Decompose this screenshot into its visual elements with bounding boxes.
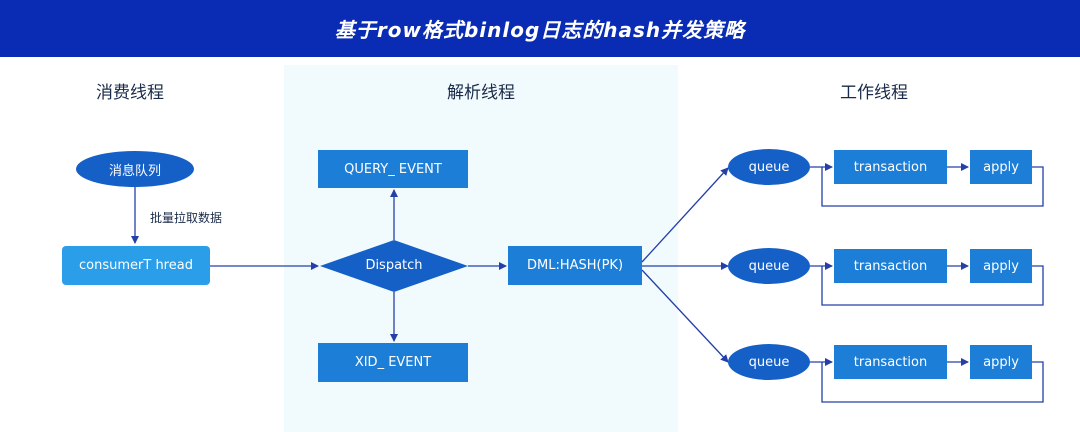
worker-transaction-3: transaction bbox=[834, 345, 947, 379]
worker-apply-1: apply bbox=[970, 150, 1032, 184]
consumer-thread-node: consumerT hread bbox=[62, 246, 210, 285]
worker-transaction-1: transaction bbox=[834, 150, 947, 184]
worker-queue-1: queue bbox=[728, 149, 810, 185]
worker-queue-3: queue bbox=[728, 344, 810, 380]
lane-title-work: 工作线程 bbox=[840, 83, 908, 103]
dispatch-label: Dispatch bbox=[365, 258, 423, 273]
worker-apply-3: apply bbox=[970, 345, 1032, 379]
banner: 基于row格式binlog日志的hash并发策略 bbox=[0, 0, 1080, 57]
dml-hash-node: DML:HASH(PK) bbox=[508, 246, 642, 285]
worker-apply-2: apply bbox=[970, 249, 1032, 283]
dispatch-diamond bbox=[320, 240, 468, 292]
lane-title-consume: 消费线程 bbox=[96, 83, 164, 103]
xid-event-node: XID_ EVENT bbox=[318, 343, 468, 382]
message-queue-node: 消息队列 bbox=[76, 151, 194, 187]
lane-title-parse: 解析线程 bbox=[447, 83, 515, 103]
edge-dml-to-queue-1 bbox=[641, 167, 729, 263]
worker-transaction-2: transaction bbox=[834, 249, 947, 283]
batch-pull-label: 批量拉取数据 bbox=[150, 211, 223, 225]
edge-w1-loop bbox=[821, 166, 1044, 207]
query-event-node: QUERY_ EVENT bbox=[318, 150, 468, 188]
edge-w3-loop bbox=[821, 361, 1044, 403]
edge-w2-loop bbox=[821, 265, 1044, 306]
edge-dml-to-queue-3 bbox=[641, 269, 729, 363]
banner-title: 基于row格式binlog日志的hash并发策略 bbox=[334, 18, 746, 42]
worker-queue-2: queue bbox=[728, 248, 810, 284]
